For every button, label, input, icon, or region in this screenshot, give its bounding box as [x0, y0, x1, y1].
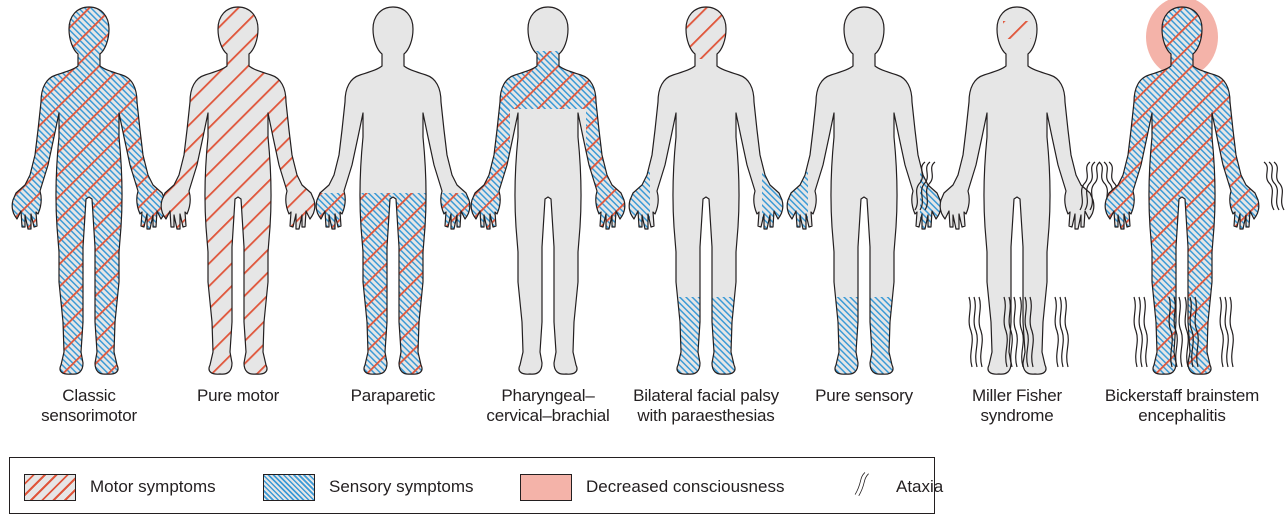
label-line: Miller Fisher — [937, 386, 1097, 406]
motor-hatch-swatch — [24, 474, 76, 501]
figures-canvas — [0, 0, 1285, 445]
figure-paraparetic — [293, 7, 493, 393]
label-line: Pure motor — [158, 386, 318, 406]
figure-label-pure-sensory: Pure sensory — [784, 386, 944, 406]
body-silhouette — [787, 7, 941, 374]
figure-label-paraparetic: Paraparetic — [313, 386, 473, 406]
sensory-symptoms-region — [293, 193, 493, 393]
motor-symptoms-region — [293, 193, 493, 393]
legend-item-sensory: Sensory symptoms — [263, 472, 474, 502]
sensory-symptoms-region — [606, 171, 806, 387]
figure-pure-motor — [138, 0, 338, 397]
label-line: Pharyngeal– — [468, 386, 628, 406]
figure-label-pharyngeal-cervical-brachial: Pharyngeal– cervical–brachial — [468, 386, 628, 426]
figure-label-bilateral-facial-palsy: Bilateral facial palsy with paraesthesia… — [626, 386, 786, 426]
sensory-hatch-swatch — [263, 474, 315, 501]
legend-label: Sensory symptoms — [329, 477, 474, 497]
sensory-symptoms-region — [764, 171, 964, 387]
figure-miller-fisher — [915, 7, 1119, 374]
label-line: with paraesthesias — [626, 406, 786, 426]
label-line: Pure sensory — [784, 386, 944, 406]
body-silhouette — [629, 7, 783, 374]
figure-pharyngeal-cervical-brachial — [448, 7, 648, 374]
label-line: Bilateral facial palsy — [626, 386, 786, 406]
label-line: sensorimotor — [9, 406, 169, 426]
motor-symptoms-region — [1003, 21, 1031, 39]
figure-bickerstaff — [1080, 0, 1284, 397]
figure-classic-sensorimotor — [0, 0, 189, 397]
label-line: Paraparetic — [313, 386, 473, 406]
figure-pure-sensory — [764, 7, 964, 387]
legend-item-motor: Motor symptoms — [24, 472, 216, 502]
motor-symptoms-region — [138, 0, 338, 397]
figure-bilateral-facial-palsy — [606, 3, 806, 387]
body-silhouette — [316, 7, 470, 374]
figure-label-miller-fisher: Miller Fisher syndrome — [937, 386, 1097, 426]
motor-symptoms-region — [682, 3, 730, 59]
label-line: Bickerstaff brainstem — [1102, 386, 1262, 406]
label-line: encephalitis — [1102, 406, 1262, 426]
legend-label: Ataxia — [896, 477, 943, 497]
legend: Motor symptoms Sensory symptoms Decrease… — [9, 457, 935, 514]
figure-label-pure-motor: Pure motor — [158, 386, 318, 406]
legend-item-decreased-consciousness: Decreased consciousness — [520, 472, 784, 502]
label-line: syndrome — [937, 406, 1097, 426]
motor-symptoms-region — [0, 0, 189, 397]
ataxia-icon — [838, 470, 882, 497]
label-line: Classic — [9, 386, 169, 406]
figure-label-bickerstaff: Bickerstaff brainstem encephalitis — [1102, 386, 1262, 426]
figure-label-classic-sensorimotor: Classic sensorimotor — [9, 386, 169, 426]
body-silhouette — [940, 7, 1094, 374]
legend-label: Decreased consciousness — [586, 477, 784, 497]
label-line: cervical–brachial — [468, 406, 628, 426]
consciousness-swatch — [520, 474, 572, 501]
legend-item-ataxia: Ataxia — [838, 472, 943, 502]
legend-label: Motor symptoms — [90, 477, 216, 497]
